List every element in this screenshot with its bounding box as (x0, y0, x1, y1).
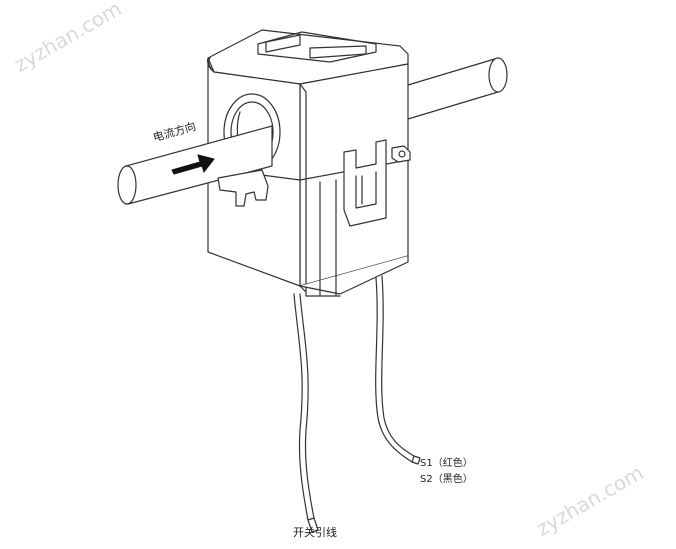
ct-bracket (217, 169, 269, 207)
label-s2: S2（黑色） (420, 474, 473, 485)
secondary-lead-cable (375, 275, 421, 465)
conductor-rod-right (397, 57, 508, 123)
current-direction-arrow (171, 154, 215, 175)
label-switch-lead: 开关引线 (293, 526, 337, 539)
switch-lead-cable (293, 293, 319, 533)
ct-latch-clip (343, 139, 387, 227)
label-s1: S1（红色） (420, 458, 473, 469)
ct-top-recess (257, 31, 377, 63)
ct-latch-screw (391, 145, 411, 163)
